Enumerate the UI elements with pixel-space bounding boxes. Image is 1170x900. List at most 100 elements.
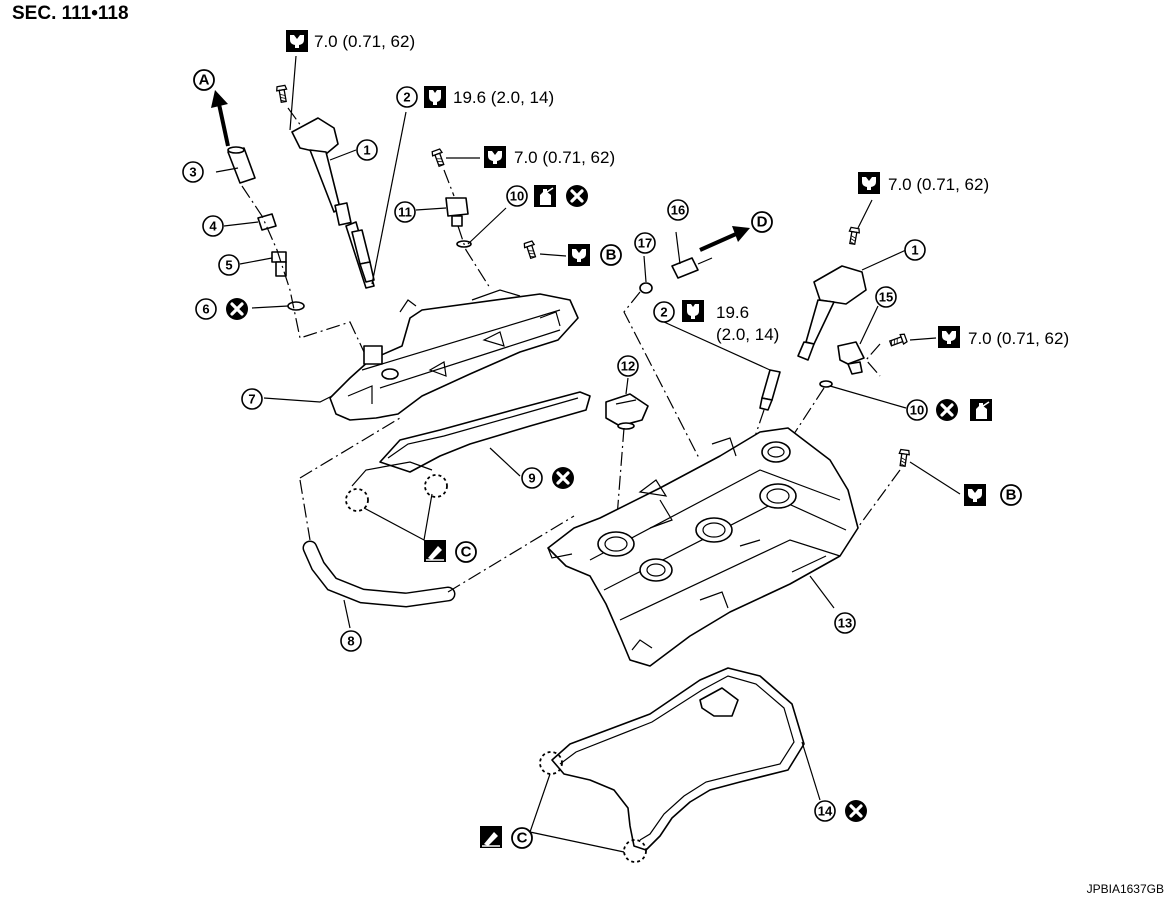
- torque-spark-plug-right: 2 19.6 (2.0, 14): [653, 300, 779, 344]
- bolt-sensor-left: [430, 148, 447, 168]
- letter-d-marker: D: [751, 211, 773, 233]
- callout-11: 11: [394, 201, 416, 223]
- leader-torque-coil-left: [289, 55, 297, 131]
- bolt-b-left: [522, 240, 539, 260]
- sealant-point-right-1: [539, 751, 563, 775]
- svg-text:1: 1: [363, 143, 370, 158]
- do-not-reuse-icon: [934, 397, 960, 423]
- torque-units-plug-right: (2.0, 14): [716, 325, 779, 344]
- callout-4: 4: [202, 215, 224, 237]
- torque-value-coil-right: 7.0 (0.71, 62): [888, 175, 989, 194]
- leader-n12: [625, 377, 629, 395]
- part-11-cam-sensor-left: [445, 197, 469, 227]
- oil-can-icon: [533, 184, 557, 208]
- leader-b-right: [909, 461, 961, 495]
- part-9-gasket-left: [379, 391, 591, 473]
- callout-9: 9: [521, 465, 576, 491]
- part-15-cam-sensor-right: [837, 341, 865, 375]
- svg-text:13: 13: [838, 616, 852, 631]
- leader-n6: [251, 305, 289, 309]
- leader-n9: [489, 447, 521, 477]
- part-3-hose: [227, 146, 256, 184]
- part-7-rocker-cover-left: [329, 289, 579, 421]
- part-14-gasket-right: [551, 667, 805, 851]
- callout-16: 16: [667, 199, 689, 221]
- leader-torque-sensor-right: [909, 337, 937, 341]
- centerline-oring-right: [789, 387, 825, 441]
- svg-text:3: 3: [189, 165, 196, 180]
- svg-text:12: 12: [621, 359, 635, 374]
- torque-value-coil-left: 7.0 (0.71, 62): [314, 32, 415, 51]
- svg-text:11: 11: [398, 205, 412, 220]
- spark-plug-torque-icon: [682, 300, 704, 322]
- leader-n2-left: [371, 111, 407, 285]
- centerline-sensor-drop: [457, 225, 491, 289]
- part-4-clamp: [257, 213, 277, 231]
- callout-2-left: 2: [403, 90, 410, 105]
- svg-text:6: 6: [202, 302, 209, 317]
- torque-wrench-icon: [484, 146, 506, 168]
- liquid-gasket-icon: [423, 539, 447, 563]
- part-13-rocker-cover-right: [547, 427, 859, 667]
- torque-coil-right: 7.0 (0.71, 62): [858, 172, 989, 194]
- part-16-hose: [671, 257, 713, 279]
- centerline-sensor-right: [865, 343, 881, 377]
- leader-n17: [643, 255, 647, 283]
- centerline-hose: [299, 479, 311, 541]
- part-2-spark-plug-left: [351, 229, 375, 283]
- oil-can-icon: [969, 398, 993, 422]
- centerline-bolt-b-right: [855, 469, 901, 531]
- callout-12: 12: [617, 355, 639, 377]
- letter-a: A: [199, 72, 210, 89]
- centerline-coil-bolt: [287, 107, 305, 131]
- callout-8: 8: [340, 630, 362, 652]
- leader-n16: [675, 231, 681, 265]
- leader-n13: [809, 575, 835, 609]
- arrow-to-a: [211, 90, 230, 147]
- centerline-pcv: [241, 185, 365, 353]
- part-10-o-ring-right: [819, 380, 833, 388]
- leader-n10-right: [829, 385, 907, 409]
- leader-n1-right: [861, 249, 907, 271]
- callout-7: 7: [241, 388, 263, 410]
- sealant-point-left-1: [345, 488, 369, 512]
- svg-text:16: 16: [671, 203, 685, 218]
- arrow-to-d: [699, 226, 750, 252]
- centerline-sensor-left: [443, 169, 455, 197]
- bolt-b-left-label: B: [568, 244, 622, 266]
- torque-sensor-right: 7.0 (0.71, 62): [938, 326, 1069, 348]
- centerline-hose-top: [299, 417, 401, 479]
- callout-6: 6: [195, 296, 250, 322]
- torque-coil-left: 7.0 (0.71, 62): [286, 30, 415, 52]
- svg-text:17: 17: [638, 236, 652, 251]
- callout-15: 15: [875, 286, 897, 308]
- leader-n15: [859, 305, 879, 345]
- callout-13: 13: [834, 612, 856, 634]
- torque-wrench-icon: [568, 244, 590, 266]
- callout-3: 3: [182, 161, 204, 183]
- torque-value-sensor-left: 7.0 (0.71, 62): [514, 148, 615, 167]
- bolt-coil-right: [846, 226, 861, 246]
- letter-b-right: B: [1006, 487, 1017, 504]
- do-not-reuse-icon: [564, 183, 590, 209]
- part-1-ignition-coil-right: [797, 265, 867, 361]
- svg-text:15: 15: [879, 290, 893, 305]
- torque-wrench-icon: [964, 484, 986, 506]
- leader-n1-left: [329, 149, 357, 161]
- callout-14: 14: [814, 798, 869, 824]
- svg-text:14: 14: [818, 804, 833, 819]
- torque-value-sensor-right: 7.0 (0.71, 62): [968, 329, 1069, 348]
- callout-17: 17: [634, 232, 656, 254]
- torque-value-plug-right: 19.6: [716, 303, 749, 322]
- centerline-hose-right: [623, 291, 701, 461]
- torque-sensor-left: 7.0 (0.71, 62): [484, 146, 615, 168]
- leader-c-left: [363, 493, 433, 541]
- leader-n10-left: [467, 207, 507, 245]
- gasket-curve-left: [351, 461, 433, 487]
- sealant-c-left-label: C: [423, 539, 477, 563]
- part-17-clip: [639, 282, 653, 294]
- part-8-pcv-hose: [302, 540, 456, 608]
- part-6-o-ring: [287, 301, 305, 311]
- torque-wrench-icon: [286, 30, 308, 52]
